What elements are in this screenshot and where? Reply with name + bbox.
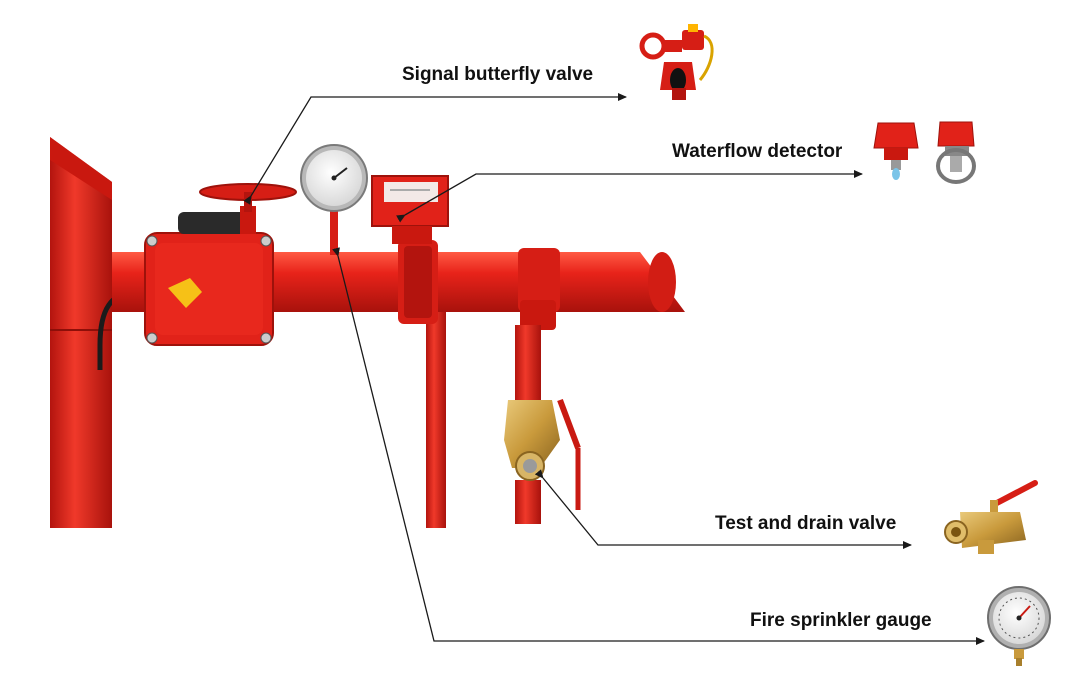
leader-lines (243, 93, 985, 645)
leader-gauge (332, 247, 985, 645)
label-signal-butterfly-valve: Signal butterfly valve (402, 64, 594, 85)
label-fire-sprinkler-gauge: Fire sprinkler gauge (750, 610, 932, 631)
waterflow-detector-thumbnail-2 (936, 121, 976, 184)
sprinkler-gauge-thumbnail (987, 586, 1051, 666)
pressure-gauge-mounted (300, 144, 368, 255)
butterfly-valve-thumbnail (639, 24, 714, 100)
waterflow-detector-thumbnail-1 (873, 122, 919, 180)
butterfly-valve-body (144, 183, 297, 346)
label-waterflow-detector: Waterflow detector (672, 141, 843, 162)
leader-waterflow (396, 170, 863, 223)
support-column (426, 312, 446, 528)
drain-pipe (515, 325, 541, 400)
leader-butterfly (243, 93, 627, 205)
drain-valve-thumbnail (944, 480, 1038, 554)
waterflow-detector-mounted (371, 175, 449, 244)
riser-pipe (50, 137, 112, 528)
label-test-and-drain-valve: Test and drain valve (715, 513, 897, 534)
